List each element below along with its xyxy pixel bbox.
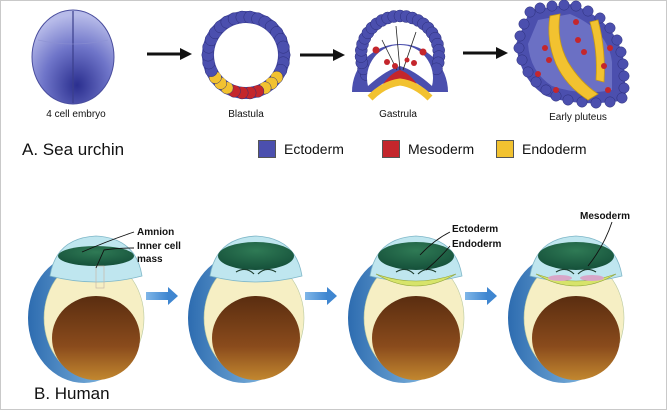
arrow-icon bbox=[305, 287, 337, 305]
amnion bbox=[218, 242, 294, 270]
endoderm-leader-line bbox=[425, 245, 451, 271]
cell bbox=[576, 96, 588, 108]
cell bbox=[516, 54, 528, 66]
inner-cell-mass-marker bbox=[95, 265, 105, 289]
cell bbox=[513, 42, 525, 54]
mesoderm-swatch bbox=[382, 140, 400, 158]
cell bbox=[534, 2, 546, 14]
human-embryo-stage-3 bbox=[348, 235, 465, 383]
legend-item-ectoderm: Ectoderm bbox=[258, 140, 344, 158]
stage-label-early-pluteus: Early pluteus bbox=[549, 112, 607, 123]
arrow-icon bbox=[465, 287, 497, 305]
early-pluteus bbox=[513, 0, 630, 109]
cell bbox=[558, 0, 570, 11]
callout-inner-cell-mass: Inner cell bbox=[137, 241, 181, 252]
amnion bbox=[538, 242, 614, 270]
cell bbox=[546, 0, 558, 12]
cell bbox=[530, 76, 542, 88]
cell bbox=[611, 34, 623, 46]
cell bbox=[514, 30, 526, 42]
cell bbox=[540, 84, 552, 96]
gastrula bbox=[352, 9, 448, 101]
human-embryo-stage-4 bbox=[508, 235, 625, 383]
cell bbox=[276, 40, 290, 54]
endoderm-swatch bbox=[496, 140, 514, 158]
cell bbox=[616, 92, 628, 104]
four-cell-embryo bbox=[31, 9, 115, 105]
human-embryo-stage-1 bbox=[28, 235, 145, 383]
callout-inner-cell-mass-line2: mass bbox=[137, 254, 163, 265]
cell bbox=[524, 6, 536, 18]
mesoderm-leader-line bbox=[587, 221, 613, 267]
legend-label-ectoderm: Ectoderm bbox=[284, 141, 344, 157]
arrow-icon bbox=[300, 49, 345, 61]
cell bbox=[562, 94, 574, 106]
mesoderm-layer bbox=[548, 275, 572, 281]
germ-disc bbox=[375, 273, 457, 287]
amnion bbox=[378, 242, 454, 270]
stage-label-four-cell: 4 cell embryo bbox=[46, 109, 106, 120]
cell bbox=[522, 66, 534, 78]
yolk-sac bbox=[532, 296, 620, 380]
arrow-icon bbox=[146, 287, 178, 305]
stage-label-blastula: Blastula bbox=[228, 109, 264, 120]
primitive-streak bbox=[555, 268, 597, 275]
cell bbox=[582, 5, 594, 17]
mesoderm-layer bbox=[580, 275, 604, 281]
stage-label-gastrula: Gastrula bbox=[379, 109, 417, 120]
blastula bbox=[201, 10, 291, 100]
legend-item-endoderm: Endoderm bbox=[496, 140, 587, 158]
section-label-human: B. Human bbox=[34, 384, 110, 403]
cell bbox=[617, 58, 629, 70]
cell bbox=[590, 97, 602, 109]
yolk-sac bbox=[372, 296, 460, 380]
callout-ectoderm: Ectoderm bbox=[452, 224, 498, 235]
cell bbox=[604, 22, 616, 34]
section-label-sea-urchin: A. Sea urchin bbox=[22, 140, 125, 159]
callout-amnion: Amnion bbox=[137, 227, 174, 238]
cell bbox=[618, 82, 630, 94]
callout-mesoderm: Mesoderm bbox=[580, 211, 630, 222]
inner-cell-mass-leader-line bbox=[95, 247, 135, 269]
yolk-sac bbox=[212, 296, 300, 380]
ectoderm-leader-line bbox=[419, 231, 451, 256]
yolk-sac bbox=[52, 296, 140, 380]
amnion-leader-line bbox=[81, 231, 135, 253]
amnion bbox=[58, 246, 134, 266]
cell bbox=[604, 96, 616, 108]
arrow-icon bbox=[147, 48, 192, 60]
cell bbox=[615, 46, 627, 58]
legend-label-endoderm: Endoderm bbox=[522, 141, 587, 157]
callout-endoderm: Endoderm bbox=[452, 239, 502, 250]
human-embryo-stage-2 bbox=[188, 235, 305, 383]
cell bbox=[618, 70, 630, 82]
cell bbox=[570, 0, 582, 12]
ectoderm-swatch bbox=[258, 140, 276, 158]
legend-item-mesoderm: Mesoderm bbox=[382, 140, 474, 158]
arrow-icon bbox=[463, 47, 508, 59]
cell bbox=[518, 18, 530, 30]
primitive-streak bbox=[235, 268, 277, 275]
legend-label-mesoderm: Mesoderm bbox=[408, 141, 475, 157]
